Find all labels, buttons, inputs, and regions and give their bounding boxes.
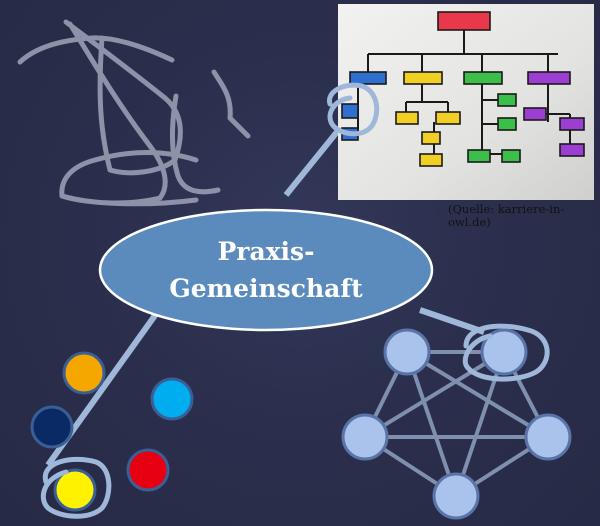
org-chart-highlight-loop: [327, 82, 380, 137]
network-node: [341, 413, 389, 461]
source-caption: (Quelle: karriere-in-owl.de): [448, 202, 565, 229]
connector-network: [419, 307, 485, 335]
connector-org-chart: [283, 120, 348, 197]
network-node: [432, 472, 480, 520]
orange-dot: [62, 351, 106, 395]
network-highlight-loop: [462, 323, 550, 382]
network-node: [480, 328, 528, 376]
red-dot: [126, 448, 170, 492]
center-ellipse: [98, 208, 434, 332]
sky-blue-dot: [150, 377, 194, 421]
yellow-dot: [53, 468, 97, 512]
network-node: [383, 328, 431, 376]
dot-highlight-loop: [41, 456, 112, 519]
network-node: [524, 413, 572, 461]
org-chart-photo: [338, 4, 594, 200]
scribble-drawing: [17, 19, 251, 207]
center-label: Praxis- Gemeinschaft: [169, 237, 363, 303]
navy-dot: [30, 405, 74, 449]
